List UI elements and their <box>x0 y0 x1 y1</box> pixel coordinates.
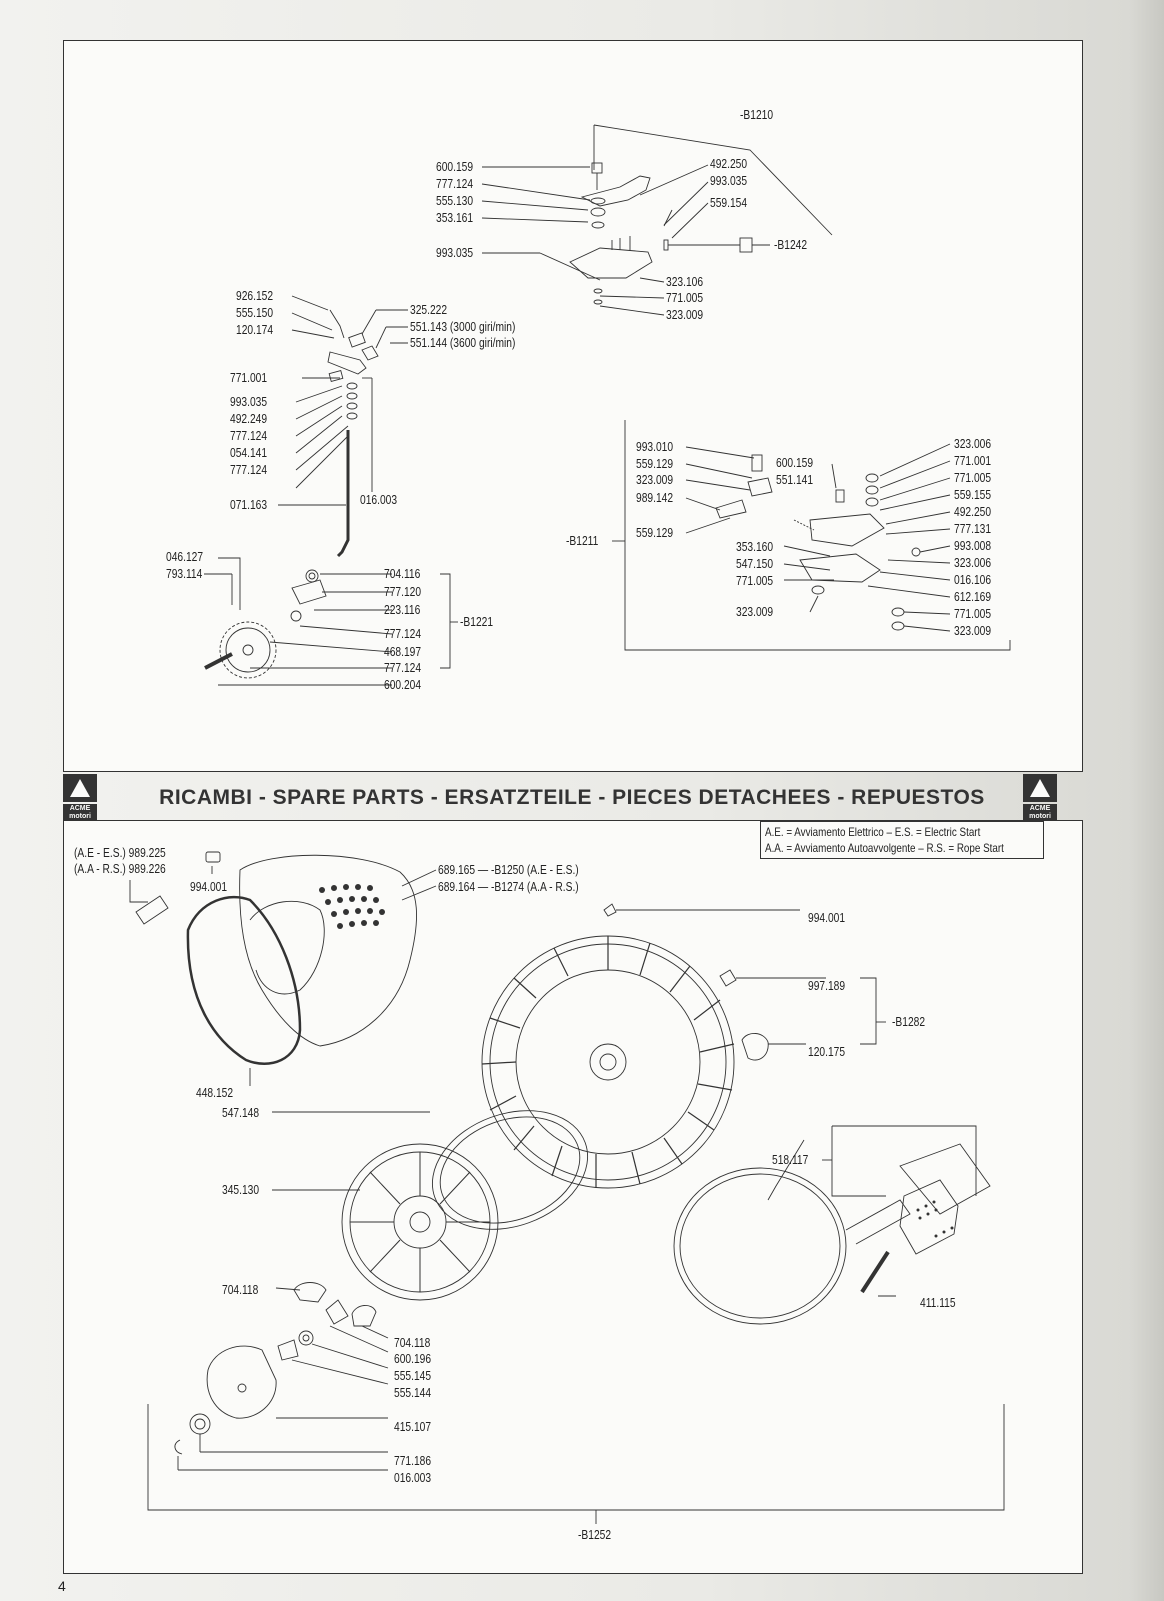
label-323006: 323.006 <box>954 437 992 451</box>
label-448152: 448.152 <box>196 1086 234 1100</box>
label-777120: 777.120 <box>384 585 422 599</box>
label-777124: 777.124 <box>436 177 474 191</box>
label-492250: 492.250 <box>710 157 748 171</box>
label-054141: 054.141 <box>230 446 268 460</box>
label-994001: 994.001 <box>190 880 228 894</box>
label-323106: 323.106 <box>666 275 704 289</box>
label-989142: 989.142 <box>636 491 674 505</box>
label-551141: 551.141 <box>776 473 814 487</box>
label-989226: (A.A - R.S.) 989.226 <box>74 862 166 876</box>
label-704118: 704.118 <box>222 1283 259 1297</box>
legend-rope-start: A.A. = Avviamento Autoavvolgente – R.S. … <box>765 841 1004 855</box>
label-704116: 704.116 <box>384 567 421 581</box>
label-323009: 323.009 <box>636 473 674 487</box>
label-323006: 323.006 <box>954 556 992 570</box>
label-323009: 323.009 <box>666 308 704 322</box>
label-771001: 771.001 <box>954 454 992 468</box>
label-926152: 926.152 <box>236 289 274 303</box>
label-518117: 518.117 <box>772 1153 809 1167</box>
acme-logo-left: ACME motori <box>63 774 97 822</box>
label-353161: 353.161 <box>436 211 474 225</box>
label-993035: 993.035 <box>436 246 474 260</box>
label-555144: 555.144 <box>394 1386 432 1400</box>
label-989225: (A.E - E.S.) 989.225 <box>74 846 166 860</box>
label-559154: 559.154 <box>710 196 748 210</box>
section-header: ACME motori RICAMBI - SPARE PARTS - ERSA… <box>63 770 1081 822</box>
label-555145: 555.145 <box>394 1369 432 1383</box>
label-704118: 704.118 <box>394 1336 431 1350</box>
label-411115: 411.115 <box>920 1296 956 1310</box>
label-415107: 415.107 <box>394 1420 432 1434</box>
label-547150: 547.150 <box>736 557 774 571</box>
label-771005: 771.005 <box>954 607 992 621</box>
label-120174: 120.174 <box>236 323 274 337</box>
label-b1242: -B1242 <box>774 238 808 252</box>
label-016003: 016.003 <box>394 1471 432 1485</box>
bottom-diagram-panel <box>63 820 1083 1574</box>
label-771005: 771.005 <box>736 574 774 588</box>
label-612169: 612.169 <box>954 590 992 604</box>
start-type-legend: A.E. = Avviamento Elettrico – E.S. = Ele… <box>760 821 1044 859</box>
label-b1221: -B1221 <box>460 615 494 629</box>
label-793114: 793.114 <box>166 567 203 581</box>
label-016003: 016.003 <box>360 493 398 507</box>
label-777124: 777.124 <box>384 661 422 675</box>
label-997189: 997.189 <box>808 979 846 993</box>
label-993035: 993.035 <box>710 174 748 188</box>
label-689165: 689.165 — -B1250 (A.E - E.S.) <box>438 863 579 877</box>
label-468197: 468.197 <box>384 645 422 659</box>
label-600159: 600.159 <box>776 456 814 470</box>
label-492249: 492.249 <box>230 412 268 426</box>
label-993008: 993.008 <box>954 539 992 553</box>
label-559129: 559.129 <box>636 457 674 471</box>
label-993035: 993.035 <box>230 395 268 409</box>
label-777124: 777.124 <box>230 463 268 477</box>
label-771001: 771.001 <box>230 371 268 385</box>
label-600204: 600.204 <box>384 678 422 692</box>
label-551143: 551.143 (3000 giri/min) <box>410 320 516 334</box>
label-071163: 071.163 <box>230 498 268 512</box>
label-771005: 771.005 <box>666 291 704 305</box>
label-547148: 547.148 <box>222 1106 260 1120</box>
label-777131: 777.131 <box>954 522 992 536</box>
label-046127: 046.127 <box>166 550 204 564</box>
label-994001: 994.001 <box>808 911 846 925</box>
label-559155: 559.155 <box>954 488 992 502</box>
label-345130: 345.130 <box>222 1183 260 1197</box>
label-559129: 559.129 <box>636 526 674 540</box>
label-b1282: -B1282 <box>892 1015 926 1029</box>
label-600159: 600.159 <box>436 160 474 174</box>
label-993010: 993.010 <box>636 440 674 454</box>
label-325222: 325.222 <box>410 303 448 317</box>
label-551144: 551.144 (3600 giri/min) <box>410 336 516 350</box>
label-771186: 771.186 <box>394 1454 432 1468</box>
legend-electric-start: A.E. = Avviamento Elettrico – E.S. = Ele… <box>765 825 981 839</box>
label-689164: 689.164 — -B1274 (A.A - R.S.) <box>438 880 579 894</box>
label-555130: 555.130 <box>436 194 474 208</box>
label-323009: 323.009 <box>736 605 774 619</box>
label-016106: 016.106 <box>954 573 992 587</box>
label-771005: 771.005 <box>954 471 992 485</box>
label-600196: 600.196 <box>394 1352 432 1366</box>
label-492250: 492.250 <box>954 505 992 519</box>
page-number: 4 <box>58 1578 66 1594</box>
label-b1210: -B1210 <box>740 108 774 122</box>
label-777124: 777.124 <box>230 429 268 443</box>
label-353160: 353.160 <box>736 540 774 554</box>
label-555150: 555.150 <box>236 306 274 320</box>
label-323009: 323.009 <box>954 624 992 638</box>
label-b1252: -B1252 <box>578 1528 612 1542</box>
section-title: RICAMBI - SPARE PARTS - ERSATZTEILE - PI… <box>159 786 985 809</box>
label-223116: 223.116 <box>384 603 421 617</box>
label-b1211: -B1211 <box>566 534 599 548</box>
label-777124: 777.124 <box>384 627 422 641</box>
acme-logo-right: ACME motori <box>1023 774 1057 822</box>
label-120175: 120.175 <box>808 1045 846 1059</box>
